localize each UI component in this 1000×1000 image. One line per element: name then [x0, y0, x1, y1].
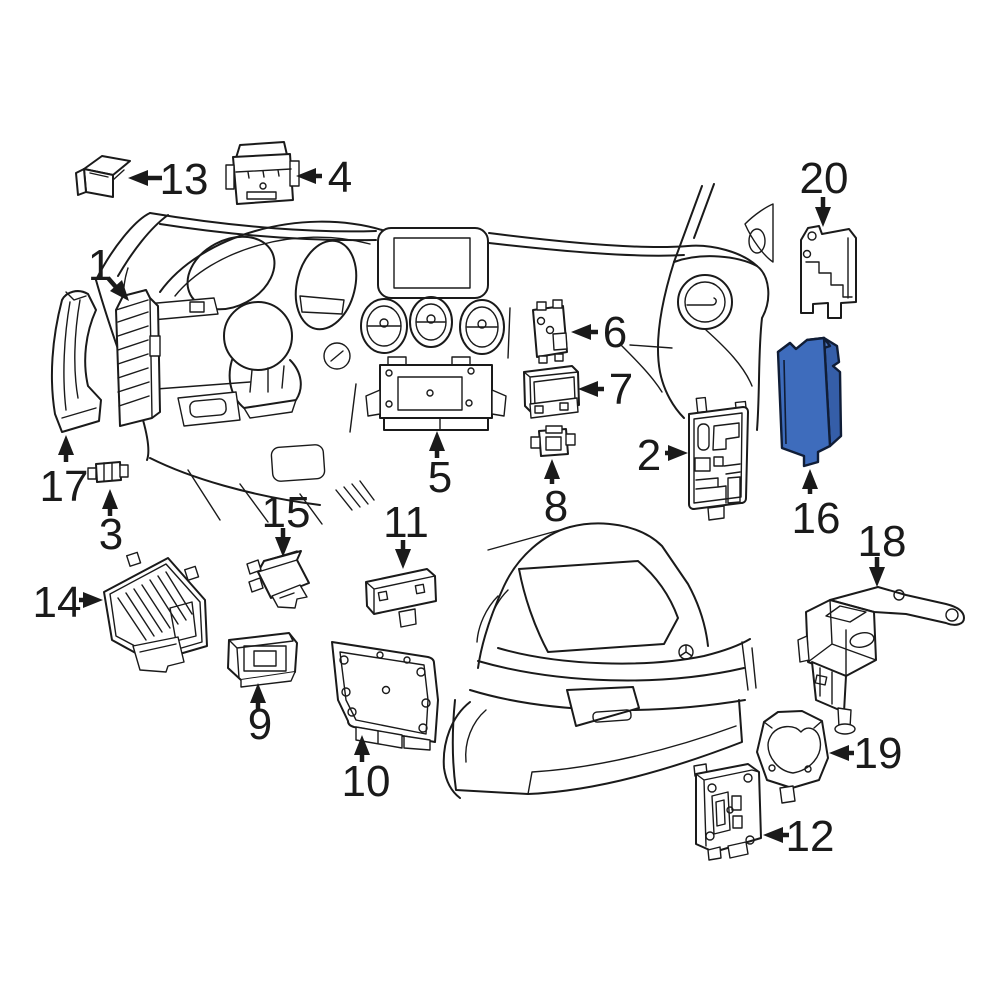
callout-6-label: 6	[603, 308, 627, 357]
callout-16-arrow	[802, 469, 818, 494]
callout-8-arrow	[544, 459, 560, 484]
part-1-drawing	[115, 289, 161, 427]
callout-9-label: 9	[248, 700, 272, 749]
part-19-drawing	[756, 710, 829, 804]
callout-17-arrow	[58, 435, 74, 462]
callout-17-label: 17	[40, 462, 89, 511]
part-12-drawing	[693, 763, 762, 861]
callout-20-arrow	[815, 197, 831, 227]
callout-10-label: 10	[342, 757, 391, 806]
callout-5-label: 5	[428, 453, 452, 502]
callout-20-label: 20	[800, 154, 849, 203]
callout-9-arrow	[250, 683, 266, 710]
dashboard-drawing	[95, 183, 774, 525]
part-2-drawing	[688, 396, 749, 521]
part-11-drawing	[365, 568, 437, 628]
part-10-drawing	[331, 641, 439, 751]
callout-19-arrow	[829, 745, 854, 761]
callout-5-arrow	[429, 431, 445, 458]
part-13-drawing	[75, 155, 131, 198]
part-8-drawing	[530, 425, 576, 457]
brand-star-emblem	[678, 644, 694, 660]
callout-8-label: 8	[544, 482, 568, 531]
part-5-drawing	[365, 356, 507, 431]
callout-18-label: 18	[858, 517, 907, 566]
callout-labels: 1 2 3 4 5 6 7 8 9 10 11 12 13 14 15 16 1…	[33, 153, 907, 861]
center-vents	[360, 296, 505, 355]
callout-4-label: 4	[328, 153, 352, 202]
callout-13-label: 13	[160, 155, 209, 204]
part-7-drawing	[523, 365, 580, 419]
callout-arrows	[58, 168, 885, 843]
callout-14-label: 14	[33, 578, 82, 627]
callout-12-arrow	[763, 827, 789, 843]
callout-14-arrow	[79, 592, 103, 608]
callout-11-arrow	[395, 540, 411, 569]
callout-13-arrow	[128, 170, 162, 186]
part-6-drawing	[532, 299, 568, 364]
callout-16-label: 16	[792, 494, 841, 543]
callout-10-arrow	[354, 735, 370, 762]
callout-2-label: 2	[637, 431, 661, 480]
callout-12-label: 12	[786, 812, 835, 861]
part-9-drawing	[227, 632, 298, 688]
callout-15-label: 15	[262, 488, 311, 537]
callout-4-arrow	[296, 168, 322, 184]
callout-11-label: 11	[383, 498, 429, 547]
part-20-drawing	[800, 225, 857, 319]
part-17-drawing	[50, 290, 102, 433]
part-15-drawing	[246, 550, 310, 609]
callout-6-arrow	[571, 324, 598, 340]
callout-18-arrow	[869, 557, 885, 587]
callout-19-label: 19	[854, 729, 903, 778]
part-18-drawing	[797, 586, 965, 735]
callout-3-arrow	[102, 489, 118, 516]
part-16-drawing-highlighted	[776, 336, 843, 468]
callout-7-arrow	[578, 381, 604, 397]
part-14-drawing	[103, 551, 208, 673]
part-3-drawing	[87, 461, 129, 483]
callout-1-arrow	[106, 276, 129, 301]
callout-3-label: 3	[99, 510, 123, 559]
callout-1-label: 1	[88, 241, 112, 290]
callout-15-arrow	[275, 528, 291, 557]
callout-7-label: 7	[609, 365, 633, 414]
rear-car-drawing	[442, 522, 757, 799]
callout-2-arrow	[665, 445, 688, 461]
part-4-drawing	[225, 141, 300, 205]
